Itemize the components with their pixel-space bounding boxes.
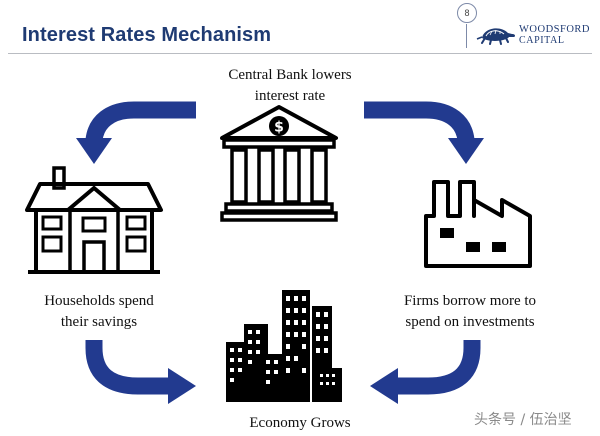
arrow-bank-to-firms <box>364 101 484 164</box>
page-title: Interest Rates Mechanism <box>22 24 272 46</box>
firms-label-line-1: Firms borrow more to <box>403 293 537 309</box>
households-label-line-2: their savings <box>60 314 138 330</box>
logo-line-1: WOODSFORD <box>519 24 591 35</box>
factory-icon <box>424 180 532 268</box>
central-bank-label-line-2: interest rate <box>254 88 326 104</box>
central-bank-label-line-1: Central Bank lowers <box>228 67 352 83</box>
logo-line-2: CAPITAL <box>519 35 565 46</box>
bank-icon: $ <box>220 105 338 222</box>
firms-label-line-2: spend on investments <box>405 314 535 330</box>
header-divider <box>8 53 592 54</box>
watermark: 头条号 / 伍治坚 <box>474 412 572 428</box>
firms-label: Firms borrow more to spend on investment… <box>380 291 560 333</box>
households-label: Households spend their savings <box>14 291 184 333</box>
turtle-logo-icon <box>476 28 516 45</box>
arrow-households-to-economy <box>85 340 196 404</box>
house-icon <box>25 166 163 274</box>
arrow-bank-to-households <box>76 101 196 164</box>
city-buildings-icon <box>226 290 342 402</box>
svg-text:$: $ <box>274 120 284 136</box>
page-number-badge: 8 <box>457 3 477 23</box>
economy-label-text: Economy Grows <box>249 415 351 431</box>
company-logo-text: WOODSFORD CAPITAL <box>519 24 590 46</box>
logo-divider <box>466 24 467 48</box>
households-label-line-1: Households spend <box>44 293 154 309</box>
economy-label: Economy Grows <box>200 413 400 434</box>
central-bank-label: Central Bank lowers interest rate <box>190 65 390 107</box>
arrow-firms-to-economy <box>370 340 481 404</box>
